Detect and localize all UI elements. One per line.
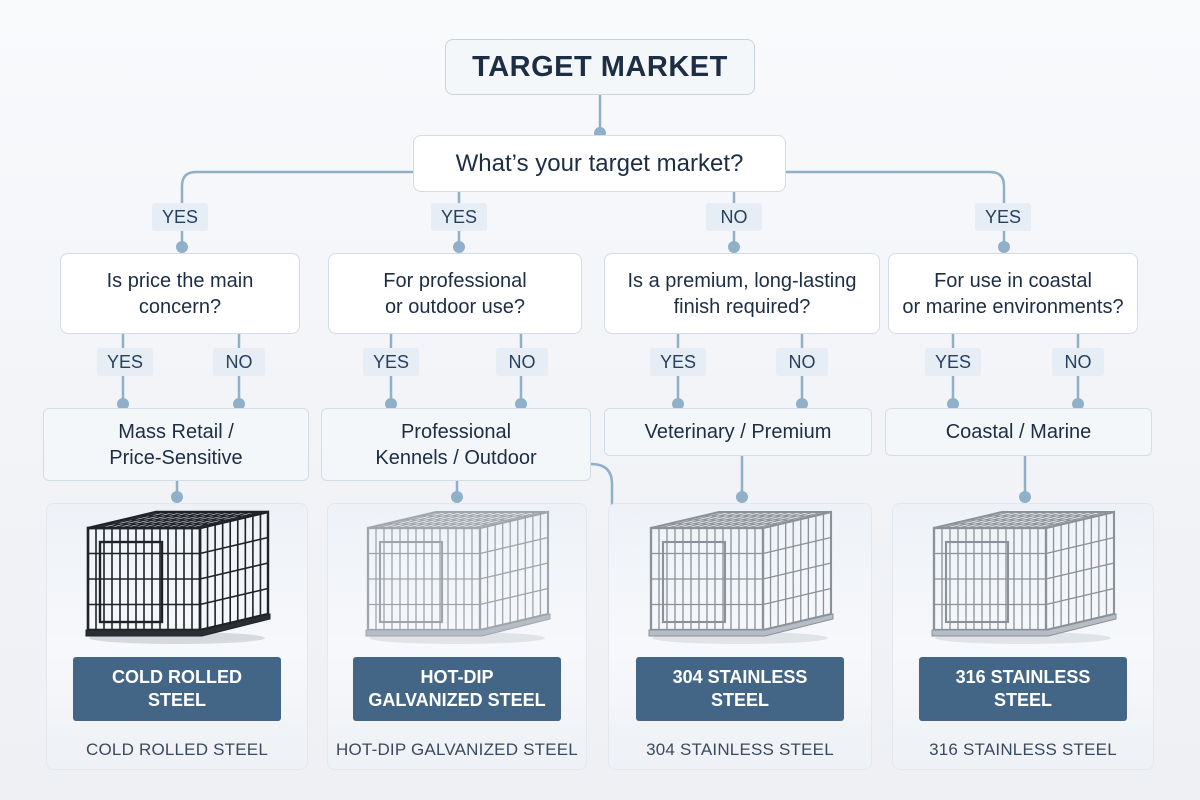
badge-3-line-2: STEEL <box>710 690 769 710</box>
question-4-line-1: For use in coastal <box>934 269 1092 292</box>
badge-1-line-2: STEEL <box>147 690 206 710</box>
badge-2-line-1: HOT-DIP <box>420 667 494 687</box>
no-label-4: NO <box>1052 348 1104 376</box>
branch-label-2: YES <box>431 203 487 231</box>
cage-image-2 <box>365 510 551 644</box>
connector-dot-no-2 <box>515 398 527 410</box>
outcome-3-line-1: Veterinary / Premium <box>644 421 832 443</box>
connector-dot-no-4 <box>1072 398 1084 410</box>
outcome-4-line-1: Coastal / Marine <box>945 421 1092 443</box>
no-label-1: NO <box>213 348 265 376</box>
question-box-3: Is a premium, long-lasting finish require… <box>604 253 880 334</box>
question-2-line-2: or outdoor use? <box>384 295 526 318</box>
outcome-2-line-1: Professional <box>400 420 512 443</box>
material-caption-2: HOT-DIP GALVANIZED STEEL <box>336 740 578 759</box>
connector-dot-yes-4 <box>947 398 959 410</box>
yes-label-1: YES <box>97 348 153 376</box>
material-badge-1: COLD ROLLED STEEL <box>73 657 281 721</box>
yes-label-3: YES <box>650 348 706 376</box>
page-title: TARGET MARKET <box>445 39 755 95</box>
connector-dot-yes-3 <box>672 398 684 410</box>
root-question: What’s your target market? <box>413 135 786 192</box>
outcome-1-line-1: Mass Retail / <box>118 420 234 443</box>
no-label-2: NO <box>496 348 548 376</box>
no-label-3: NO <box>776 348 828 376</box>
outcome-box-3: Veterinary / Premium <box>604 408 872 456</box>
badge-2-line-2: GALVANIZED STEEL <box>368 690 546 710</box>
connector-panel-dot-4 <box>1019 491 1031 503</box>
branch-label-4: YES <box>975 203 1031 231</box>
cage-image-1 <box>85 510 271 644</box>
outcome-box-1: Mass Retail / Price-Sensitive <box>43 408 309 481</box>
badge-3-line-1: 304 STAINLESS <box>672 667 808 687</box>
question-2-line-1: For professional <box>383 269 527 292</box>
material-panel-1: COLD ROLLED STEEL COLD ROLLED STEEL <box>46 503 308 770</box>
question-1-line-2: concern? <box>138 295 222 318</box>
question-3-line-1: Is a premium, long-lasting <box>627 269 857 292</box>
connector-dot-no-3 <box>796 398 808 410</box>
question-3-line-2: finish required? <box>673 295 811 318</box>
connector-dot-question-4 <box>998 241 1010 253</box>
yes-label-2: YES <box>363 348 419 376</box>
branch-label-3: NO <box>706 203 762 231</box>
connector-dot-no-1 <box>233 398 245 410</box>
connector-panel-dot-2 <box>451 491 463 503</box>
outcome-2-line-2: Kennels / Outdoor <box>375 446 537 469</box>
yes-label-4: YES <box>925 348 981 376</box>
question-box-2: For professional or outdoor use? <box>328 253 582 334</box>
branch-label-1: YES <box>152 203 208 231</box>
material-panel-4: 316 STAINLESS STEEL 316 STAINLESS STEEL <box>892 503 1154 770</box>
question-4-line-2: or marine environments? <box>902 295 1124 318</box>
material-caption-3: 304 STAINLESS STEEL <box>646 740 834 759</box>
connector-dot-question-3 <box>728 241 740 253</box>
outcome-1-line-2: Price-Sensitive <box>109 446 243 469</box>
connector-dot-yes-1 <box>117 398 129 410</box>
outcome-box-4: Coastal / Marine <box>885 408 1152 456</box>
connector-panel-dot-1 <box>171 491 183 503</box>
connector-root-col4 <box>784 170 1006 250</box>
connector-dot-yes-2 <box>385 398 397 410</box>
material-caption-1: COLD ROLLED STEEL <box>86 740 268 759</box>
badge-4-line-1: 316 STAINLESS <box>955 667 1091 687</box>
material-badge-2: HOT-DIP GALVANIZED STEEL <box>353 657 561 721</box>
material-panel-3: 304 STAINLESS STEEL 304 STAINLESS STEEL <box>608 503 872 770</box>
cage-image-3 <box>648 510 834 644</box>
material-badge-4: 316 STAINLESS STEEL <box>919 657 1127 721</box>
connector-root-col1 <box>180 170 415 250</box>
connector-panel-dot-3 <box>736 491 748 503</box>
badge-4-line-2: STEEL <box>993 690 1052 710</box>
material-panel-2: HOT-DIP GALVANIZED STEEL HOT-DIP GALVANIZ… <box>327 503 587 770</box>
material-caption-4: 316 STAINLESS STEEL <box>929 740 1117 759</box>
cage-image-4 <box>931 510 1117 644</box>
material-badge-3: 304 STAINLESS STEEL <box>636 657 844 721</box>
connector-dot-question-1 <box>176 241 188 253</box>
question-1-line-1: Is price the main <box>106 269 254 292</box>
question-box-1: Is price the main concern? <box>60 253 300 334</box>
question-box-4: For use in coastal or marine environments… <box>888 253 1138 334</box>
connector-dot-question-2 <box>453 241 465 253</box>
badge-1-line-1: COLD ROLLED <box>112 667 242 687</box>
